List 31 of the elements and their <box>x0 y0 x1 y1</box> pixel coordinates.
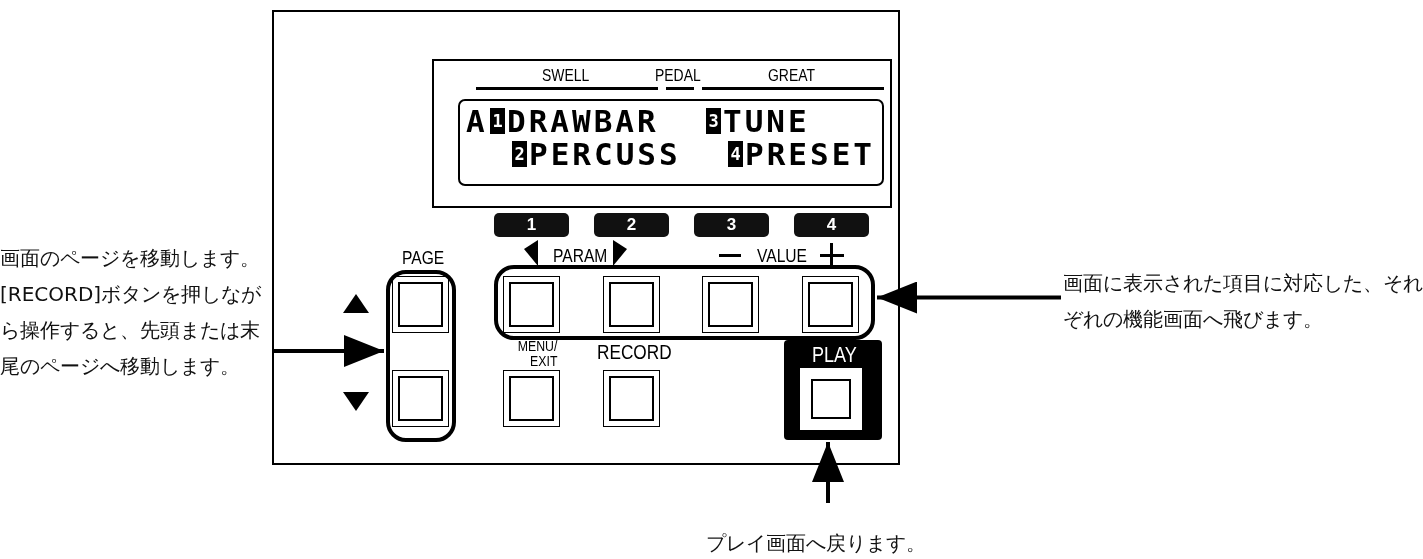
annotation-text: [RECORD]ボタンを押しながら操作すると、先頭または末尾のページへ移動します。 <box>0 281 263 380</box>
inverted-number: 3 <box>706 108 721 134</box>
panel-label: GREAT <box>768 66 815 86</box>
panel-label: MENU/ EXIT <box>516 338 558 368</box>
inverted-number: 1 <box>490 108 505 134</box>
number-key-label: 3 <box>694 213 769 237</box>
arrow <box>812 442 844 503</box>
annotation-text: プレイ画面へ戻ります。 <box>706 530 927 557</box>
panel-label: SWELL <box>542 66 590 86</box>
number-key-label: 4 <box>794 213 869 237</box>
inverted-number: 4 <box>728 141 743 167</box>
lcd-text: DRAWBAR <box>507 107 659 135</box>
lcd-screen <box>458 99 884 186</box>
arrow <box>274 335 384 367</box>
panel-label: PAGE <box>402 247 445 269</box>
number-key-label: 2 <box>594 213 669 237</box>
number-key-label: 1 <box>494 213 569 237</box>
panel-label: RECORD <box>597 340 672 364</box>
inverted-number: 2 <box>512 141 527 167</box>
button-group-outline <box>494 265 875 340</box>
annotation-text: 画面に表示された項目に対応した、それぞれの機能画面へ飛びます。 <box>1063 270 1423 333</box>
arrow <box>877 281 1061 314</box>
lcd-text: A <box>466 107 488 135</box>
lcd-text: PRESET <box>745 140 875 168</box>
panel-label: PARAM <box>553 245 608 267</box>
panel-label: VALUE <box>757 245 807 267</box>
panel-label: PLAY <box>812 342 857 368</box>
annotation-text: 画面のページを移動します。 <box>0 245 261 272</box>
lcd-text: TUNE <box>723 107 810 135</box>
lcd-text: PERCUSS <box>529 140 681 168</box>
panel-label: PEDAL <box>655 66 701 86</box>
